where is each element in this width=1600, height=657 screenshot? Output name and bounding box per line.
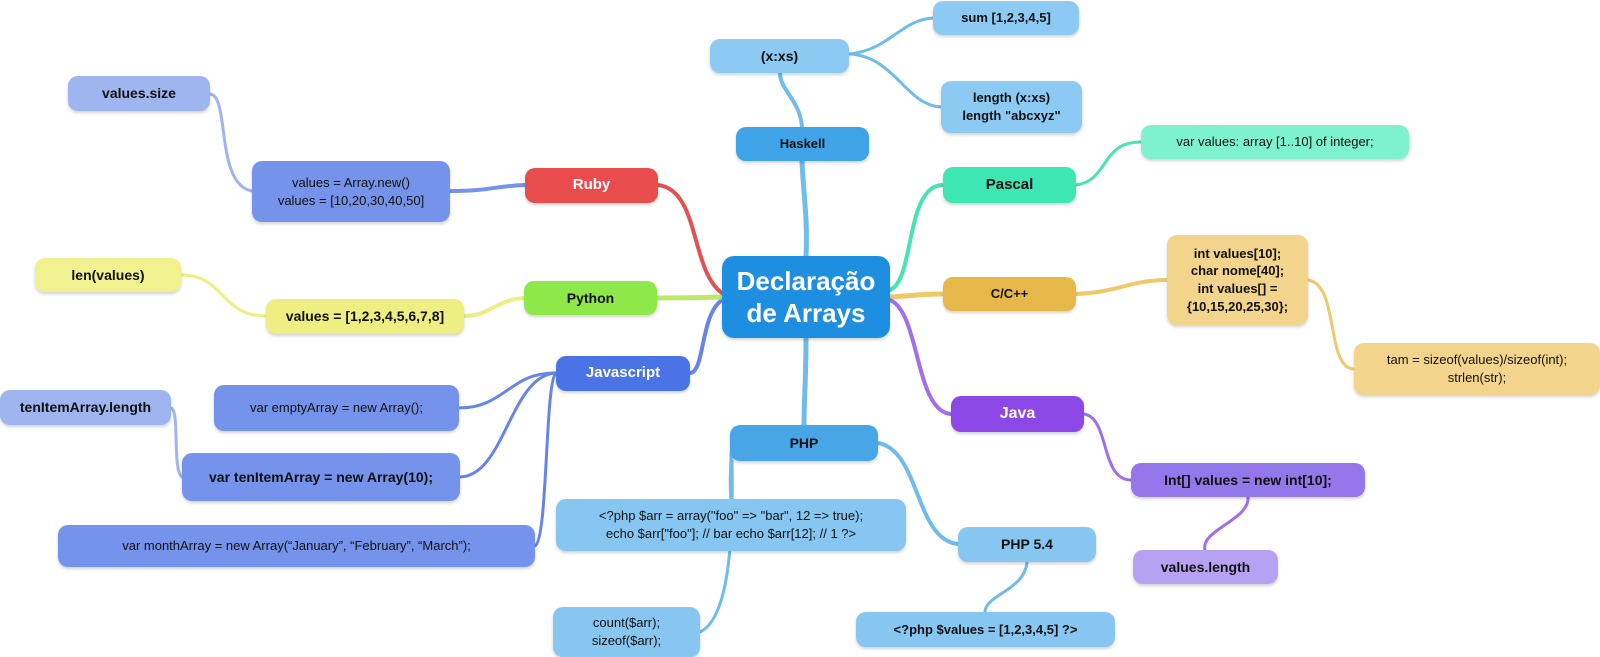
branch-ruby[interactable]: Ruby [525,168,658,203]
link-py-decl [462,296,526,318]
link-php54-leaf [983,560,1029,614]
python-len-node[interactable]: len(values) [35,258,181,292]
js-ten-item-array-node[interactable]: var tenItemArray = new Array(10); [182,453,460,501]
link-java-len [1203,495,1250,552]
js-ten-item-length-node[interactable]: tenItemArray.length [0,390,171,425]
link-javascript [688,298,724,375]
link-hs-sum [847,16,935,56]
branch-javascript[interactable]: Javascript [556,356,690,391]
branch-java[interactable]: Java [951,396,1084,432]
ruby-size-node[interactable]: values.size [68,76,210,111]
link-ruby [656,183,724,295]
link-js-month [533,371,558,548]
haskell-length-node[interactable]: length (x:xs) length "abcxyz" [941,81,1082,133]
haskell-sum-node[interactable]: sum [1,2,3,4,5] [933,1,1079,35]
ruby-declaration-node[interactable]: values = Array.new() values = [10,20,30,… [252,161,450,222]
branch-haskell[interactable]: Haskell [736,127,869,161]
js-month-array-node[interactable]: var monthArray = new Array(“January”, “F… [58,525,535,567]
branch-cpp[interactable]: C/C++ [943,277,1076,311]
link-js-ten [458,371,558,479]
branch-pascal[interactable]: Pascal [943,167,1076,203]
link-pascal-leaf [1074,140,1143,187]
php-array-code-node[interactable]: <?php $arr = array("foo" => "bar", 12 =>… [556,499,906,551]
branch-php[interactable]: PHP [730,425,878,461]
link-java [888,298,953,416]
haskell-pattern-node[interactable]: (x:xs) [710,39,849,73]
link-js-tenlen [169,406,184,479]
php54-node[interactable]: PHP 5.4 [958,527,1096,562]
java-declaration-node[interactable]: Int[] values = new int[10]; [1131,463,1365,497]
cpp-size-node[interactable]: tam = sizeof(values)/sizeof(int); strlen… [1354,343,1600,395]
link-php [801,335,809,428]
link-pascal [888,183,945,292]
link-rb-decl [448,183,527,193]
js-empty-array-node[interactable]: var emptyArray = new Array(); [214,385,459,431]
link-cpp-size [1306,278,1356,371]
java-length-node[interactable]: values.length [1133,550,1278,584]
branch-python[interactable]: Python [524,281,657,315]
php-count-node[interactable]: count($arr); sizeof($arr); [553,607,700,657]
pascal-declaration-node[interactable]: var values: array [1..10] of integer; [1141,125,1409,159]
link-cpp [887,291,946,300]
link-haskell-xs [778,71,804,129]
cpp-declaration-node[interactable]: int values[10]; char nome[40]; int value… [1167,235,1308,325]
link-java-decl [1082,412,1133,482]
link-rb-size [208,92,254,193]
link-js-empty [457,371,558,410]
central-topic[interactable]: Declaração de Arrays [722,256,890,338]
link-cpp-decl [1074,278,1169,296]
link-python [654,294,725,301]
python-declaration-node[interactable]: values = [1,2,3,4,5,6,7,8] [266,299,464,334]
link-php-count [698,459,734,634]
link-haskell [799,158,809,259]
link-hs-len [847,52,943,109]
link-py-len [179,273,268,318]
link-php54 [876,441,960,546]
php54-short-array-node[interactable]: <?php $values = [1,2,3,4,5] ?> [856,612,1115,647]
